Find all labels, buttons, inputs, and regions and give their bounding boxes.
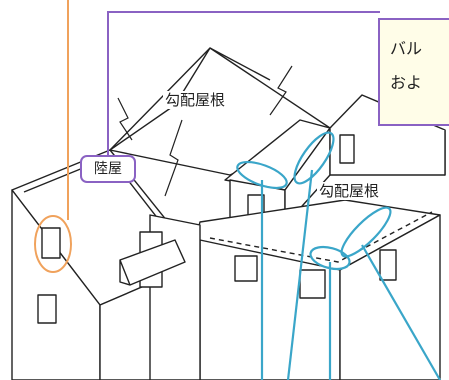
- break-mark-2: [164, 119, 183, 197]
- lower-roof-eave: [209, 211, 433, 263]
- lower-right-window: [379, 249, 397, 281]
- blue-highlight-dormer: [236, 160, 288, 190]
- callout-line-1: バル: [390, 39, 423, 58]
- upper-window-left: [41, 227, 61, 259]
- flat-roof-block-front: [11, 189, 101, 380]
- lower-window-1: [234, 255, 258, 282]
- blue-highlight-lower-ridge: [340, 206, 392, 258]
- lower-window-2: [299, 269, 326, 299]
- break-mark-3: [269, 65, 293, 116]
- sloped-roof-label-main: 勾配屋根: [163, 91, 228, 109]
- blue-leader-2: [286, 169, 314, 380]
- blue-highlight-dormer-side: [293, 131, 335, 185]
- blue-highlight-lower-eave: [309, 245, 351, 271]
- balcony: [119, 239, 186, 286]
- orange-highlight-window: [34, 215, 72, 273]
- right-upper-window: [339, 134, 355, 164]
- callout-box: バル およ: [378, 18, 449, 126]
- main-roof-ridge: [209, 47, 271, 81]
- purple-leader-line: [107, 11, 380, 155]
- flat-roof-label: 陸屋: [80, 155, 136, 183]
- blue-leader-4: [361, 244, 441, 380]
- break-mark-1: [117, 97, 133, 141]
- sloped-roof-label-lower: 勾配屋根: [317, 182, 382, 200]
- callout-line-2: およ: [390, 73, 423, 92]
- lower-window-left: [37, 294, 57, 324]
